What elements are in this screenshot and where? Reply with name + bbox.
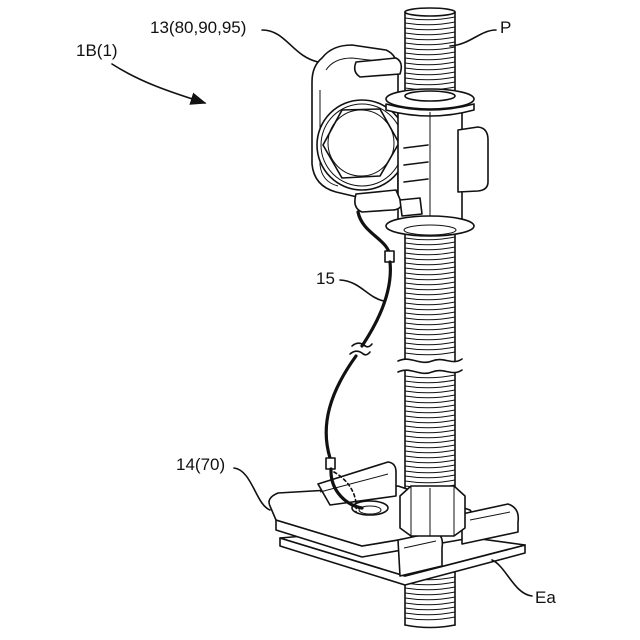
clamp-bottom-tab (355, 190, 402, 212)
thread-line (405, 47, 455, 50)
thread-line (405, 390, 455, 393)
thread-line (405, 237, 455, 240)
thread-line (405, 460, 455, 463)
thread-line (405, 342, 455, 345)
rod-break (398, 359, 462, 373)
thread-line (405, 450, 455, 453)
thread-line (405, 282, 455, 285)
thread-line (405, 475, 455, 478)
thread-line (405, 592, 455, 595)
thread-line (405, 17, 455, 20)
thread-line (405, 385, 455, 388)
thread-line (405, 302, 455, 305)
thread-line (405, 410, 455, 413)
label-plate: Ea (535, 588, 556, 607)
thread-line (405, 32, 455, 35)
thread-line (405, 375, 455, 378)
thread-line (405, 400, 455, 403)
thread-line (405, 292, 455, 295)
thread-line (405, 247, 455, 250)
thread-line (405, 37, 455, 40)
thread-line (405, 252, 455, 255)
label-assembly: 1B(1) (76, 41, 118, 60)
hex-nut (400, 486, 465, 536)
thread-line (405, 395, 455, 398)
thread-line (405, 272, 455, 275)
thread-line (405, 405, 455, 408)
thread-line (405, 77, 455, 80)
thread-line (405, 242, 455, 245)
clamp-leader (262, 30, 318, 62)
thread-line (405, 22, 455, 25)
rod-top-end (405, 8, 455, 16)
label-base-clip: 14(70) (176, 455, 225, 474)
thread-line (405, 317, 455, 320)
label-wire: 15 (316, 269, 335, 288)
thread-line (405, 617, 455, 620)
assembly-arrow (112, 64, 205, 103)
thread-line (405, 607, 455, 610)
thread-line (405, 307, 455, 310)
collar-side-tab (458, 127, 488, 192)
base-clip-leader (234, 468, 270, 510)
thread-line (405, 420, 455, 423)
thread-line (405, 480, 455, 483)
thread-line (405, 415, 455, 418)
clamp-top-tab (355, 58, 402, 77)
thread-line (405, 262, 455, 265)
thread-line (405, 52, 455, 55)
thread-line (405, 602, 455, 605)
thread-line (405, 257, 455, 260)
thread-line (405, 322, 455, 325)
thread-line (405, 67, 455, 70)
thread-line (405, 82, 455, 85)
thread-line (405, 440, 455, 443)
wire (326, 212, 394, 469)
thread-line (405, 430, 455, 433)
upper-clamp (312, 45, 488, 236)
thread-line (405, 587, 455, 590)
thread-line (405, 312, 455, 315)
thread-line (405, 27, 455, 30)
thread-line (405, 332, 455, 335)
thread-line (405, 277, 455, 280)
thread-line (405, 42, 455, 45)
thread-line (405, 445, 455, 448)
thread-line (405, 597, 455, 600)
thread-line (405, 62, 455, 65)
thread-line (405, 267, 455, 270)
rod-bottom-end (405, 625, 455, 628)
thread-line (405, 380, 455, 383)
thread-line (405, 287, 455, 290)
thread-line (405, 57, 455, 60)
thread-line (405, 470, 455, 473)
thread-line (405, 425, 455, 428)
wire-leader (340, 280, 384, 301)
thread-line (405, 327, 455, 330)
thread-line (405, 455, 455, 458)
thread-line (405, 337, 455, 340)
thread-line (405, 612, 455, 615)
thread-line (405, 297, 455, 300)
rod-leader (450, 30, 496, 46)
thread-line (405, 352, 455, 355)
collar-bottom-flange (386, 216, 474, 236)
label-rod: P (500, 18, 511, 37)
thread-line (405, 347, 455, 350)
wire-connector-lower (326, 458, 335, 469)
label-clamp: 13(80,90,95) (150, 18, 246, 37)
plate-leader (492, 560, 532, 596)
thread-line (405, 465, 455, 468)
thread-line (405, 72, 455, 75)
thread-line (405, 435, 455, 438)
wire-connector-upper (385, 251, 394, 262)
